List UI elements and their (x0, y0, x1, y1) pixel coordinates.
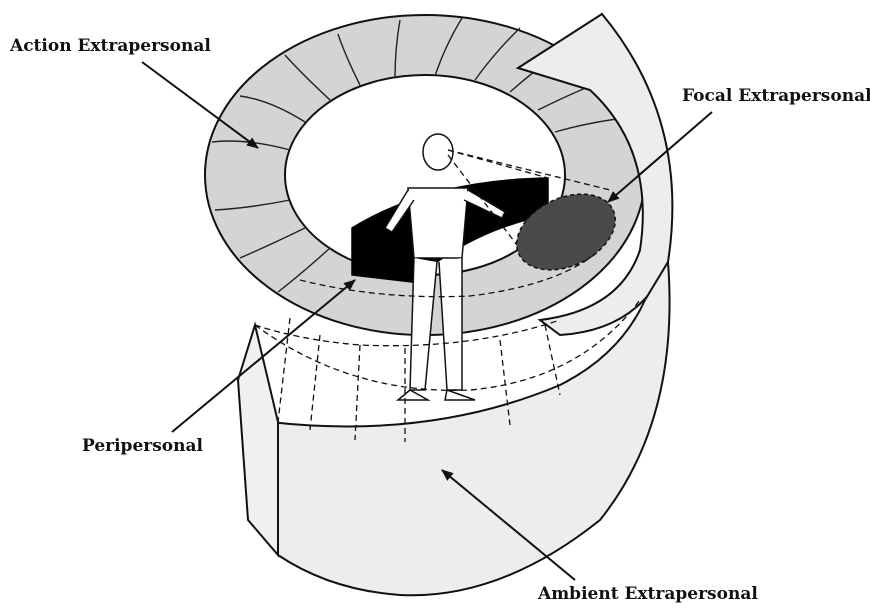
label-ambient-extrapersonal: Ambient Extrapersonal (538, 584, 758, 604)
label-peripersonal: Peripersonal (82, 436, 203, 456)
label-action-extrapersonal: Action Extrapersonal (10, 36, 211, 56)
label-focal-extrapersonal: Focal Extrapersonal (682, 86, 870, 106)
